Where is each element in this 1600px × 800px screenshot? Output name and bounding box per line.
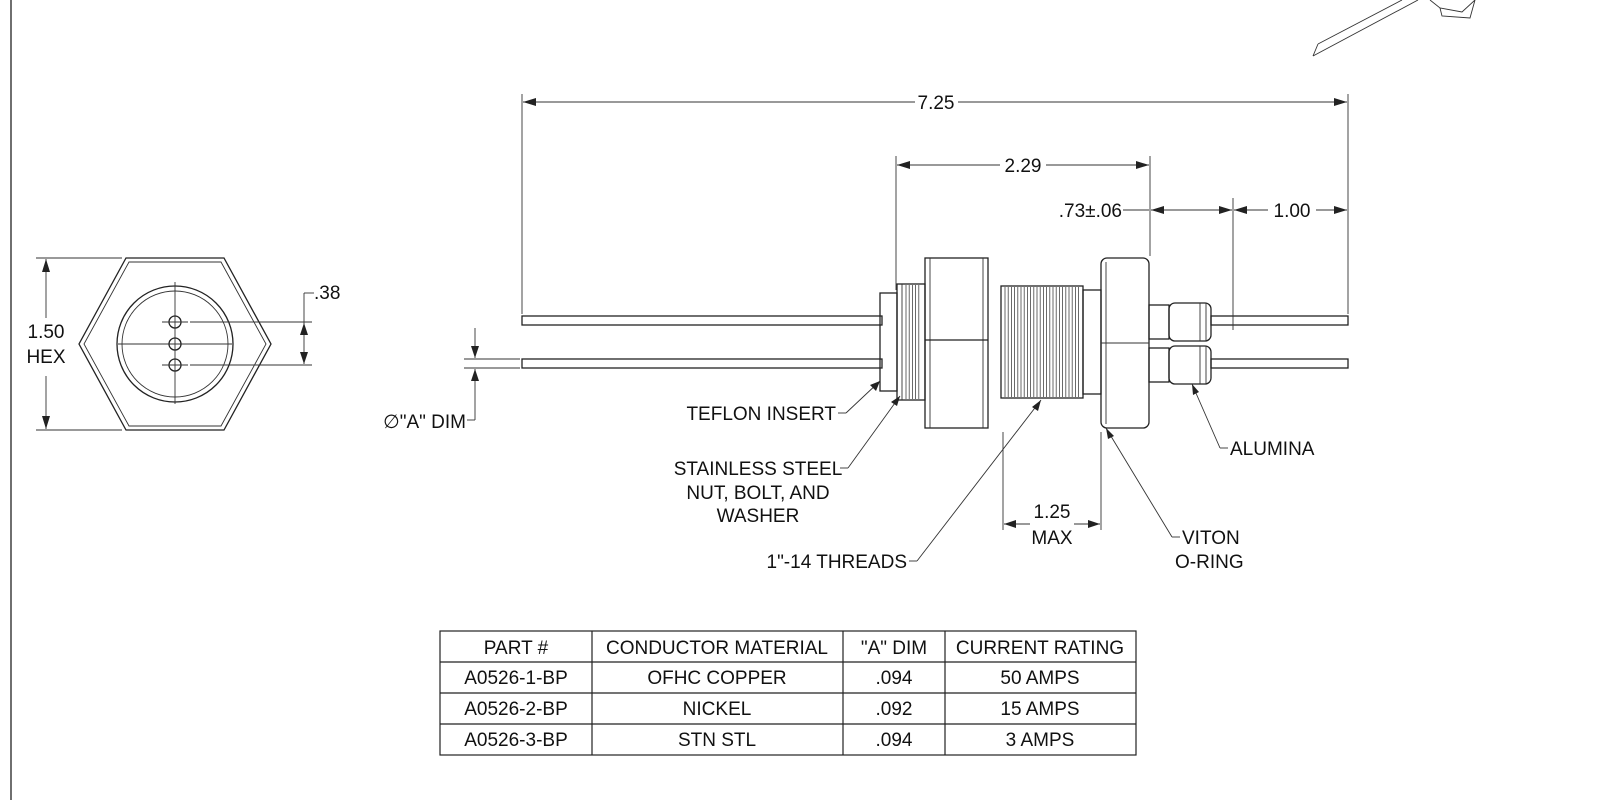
conductor-upper (521, 315, 883, 326)
threaded-body (1000, 285, 1084, 399)
body-length-text: 2.29 (1005, 156, 1042, 177)
pin-lower (1210, 358, 1349, 369)
pin-length-text: 1.00 (1274, 201, 1311, 222)
steel-label-line2: NUT, BOLT, AND (686, 483, 829, 504)
pin-spacing-dimension (190, 292, 314, 366)
offset-tol-text: .73±.06 (1059, 201, 1122, 222)
alumina-upper (1168, 302, 1212, 342)
table-cell: 3 AMPS (1006, 730, 1075, 751)
pin-hole-middle (168, 337, 182, 351)
table-header-current: CURRENT RATING (956, 638, 1124, 659)
thread-max-value: 1.25 (1034, 502, 1071, 523)
viton-label-line1: VITON (1182, 528, 1240, 549)
hex-dimension (36, 257, 122, 431)
pin-spacing-text: .38 (314, 283, 340, 304)
thread-max-dimension (1002, 432, 1102, 530)
thread-stub (896, 283, 926, 401)
table-cell: A0526-3-BP (464, 730, 568, 751)
table-cell: A0526-1-BP (464, 668, 568, 689)
conductor-lower (521, 358, 883, 369)
table-cell: .094 (876, 668, 913, 689)
leaders (838, 380, 1228, 562)
viton-label-line2: O-RING (1175, 552, 1244, 573)
table-cell: .092 (876, 699, 913, 720)
parts-table (439, 630, 1137, 756)
side-view (521, 257, 1349, 429)
thread-max-label: MAX (1031, 528, 1073, 549)
thread-lines (905, 285, 1079, 399)
alumina-lower-base (1148, 347, 1170, 383)
table-cell: 15 AMPS (1000, 699, 1079, 720)
pin-upper (1210, 315, 1349, 326)
table-cell: OFHC COPPER (647, 668, 786, 689)
alumina-lower (1168, 345, 1212, 385)
table-cell: .094 (876, 730, 913, 751)
overall-length-text: 7.25 (918, 93, 955, 114)
table-cell: STN STL (678, 730, 756, 751)
hex-outline (78, 257, 272, 431)
teflon-insert (879, 292, 898, 392)
table-header-a-dim: "A" DIM (861, 638, 927, 659)
diameter-symbol: ∅ (383, 412, 400, 433)
a-dim-dimension (464, 328, 520, 421)
body-length-dimension (895, 156, 1151, 290)
offset-dimension (1123, 198, 1234, 330)
hex-nut (924, 257, 989, 429)
hex-label-text: HEX (26, 347, 65, 368)
steel-label-line3: WASHER (717, 506, 800, 527)
steel-label-line1: STAINLESS STEEL (674, 459, 843, 480)
table-header-material: CONDUCTOR MATERIAL (606, 638, 828, 659)
table-header-part: PART # (484, 638, 549, 659)
teflon-label: TEFLON INSERT (686, 404, 836, 425)
overall-length-dimension (521, 94, 1349, 314)
table-cell: A0526-2-BP (464, 699, 568, 720)
threads-label: 1"-14 THREADS (767, 552, 908, 573)
hex-size-text: 1.50 (28, 322, 65, 343)
hex-end-view (78, 257, 272, 431)
table-cell: NICKEL (683, 699, 752, 720)
a-dim-text: "A" DIM (400, 412, 466, 433)
a-dim-label: ∅"A" DIM (383, 412, 466, 433)
alumina-label: ALUMINA (1230, 439, 1315, 460)
table-cell: 50 AMPS (1000, 668, 1079, 689)
iso-thumbnail (1312, 0, 1476, 57)
alumina-upper-base (1148, 304, 1170, 340)
pin-length-dimension (1234, 206, 1347, 214)
